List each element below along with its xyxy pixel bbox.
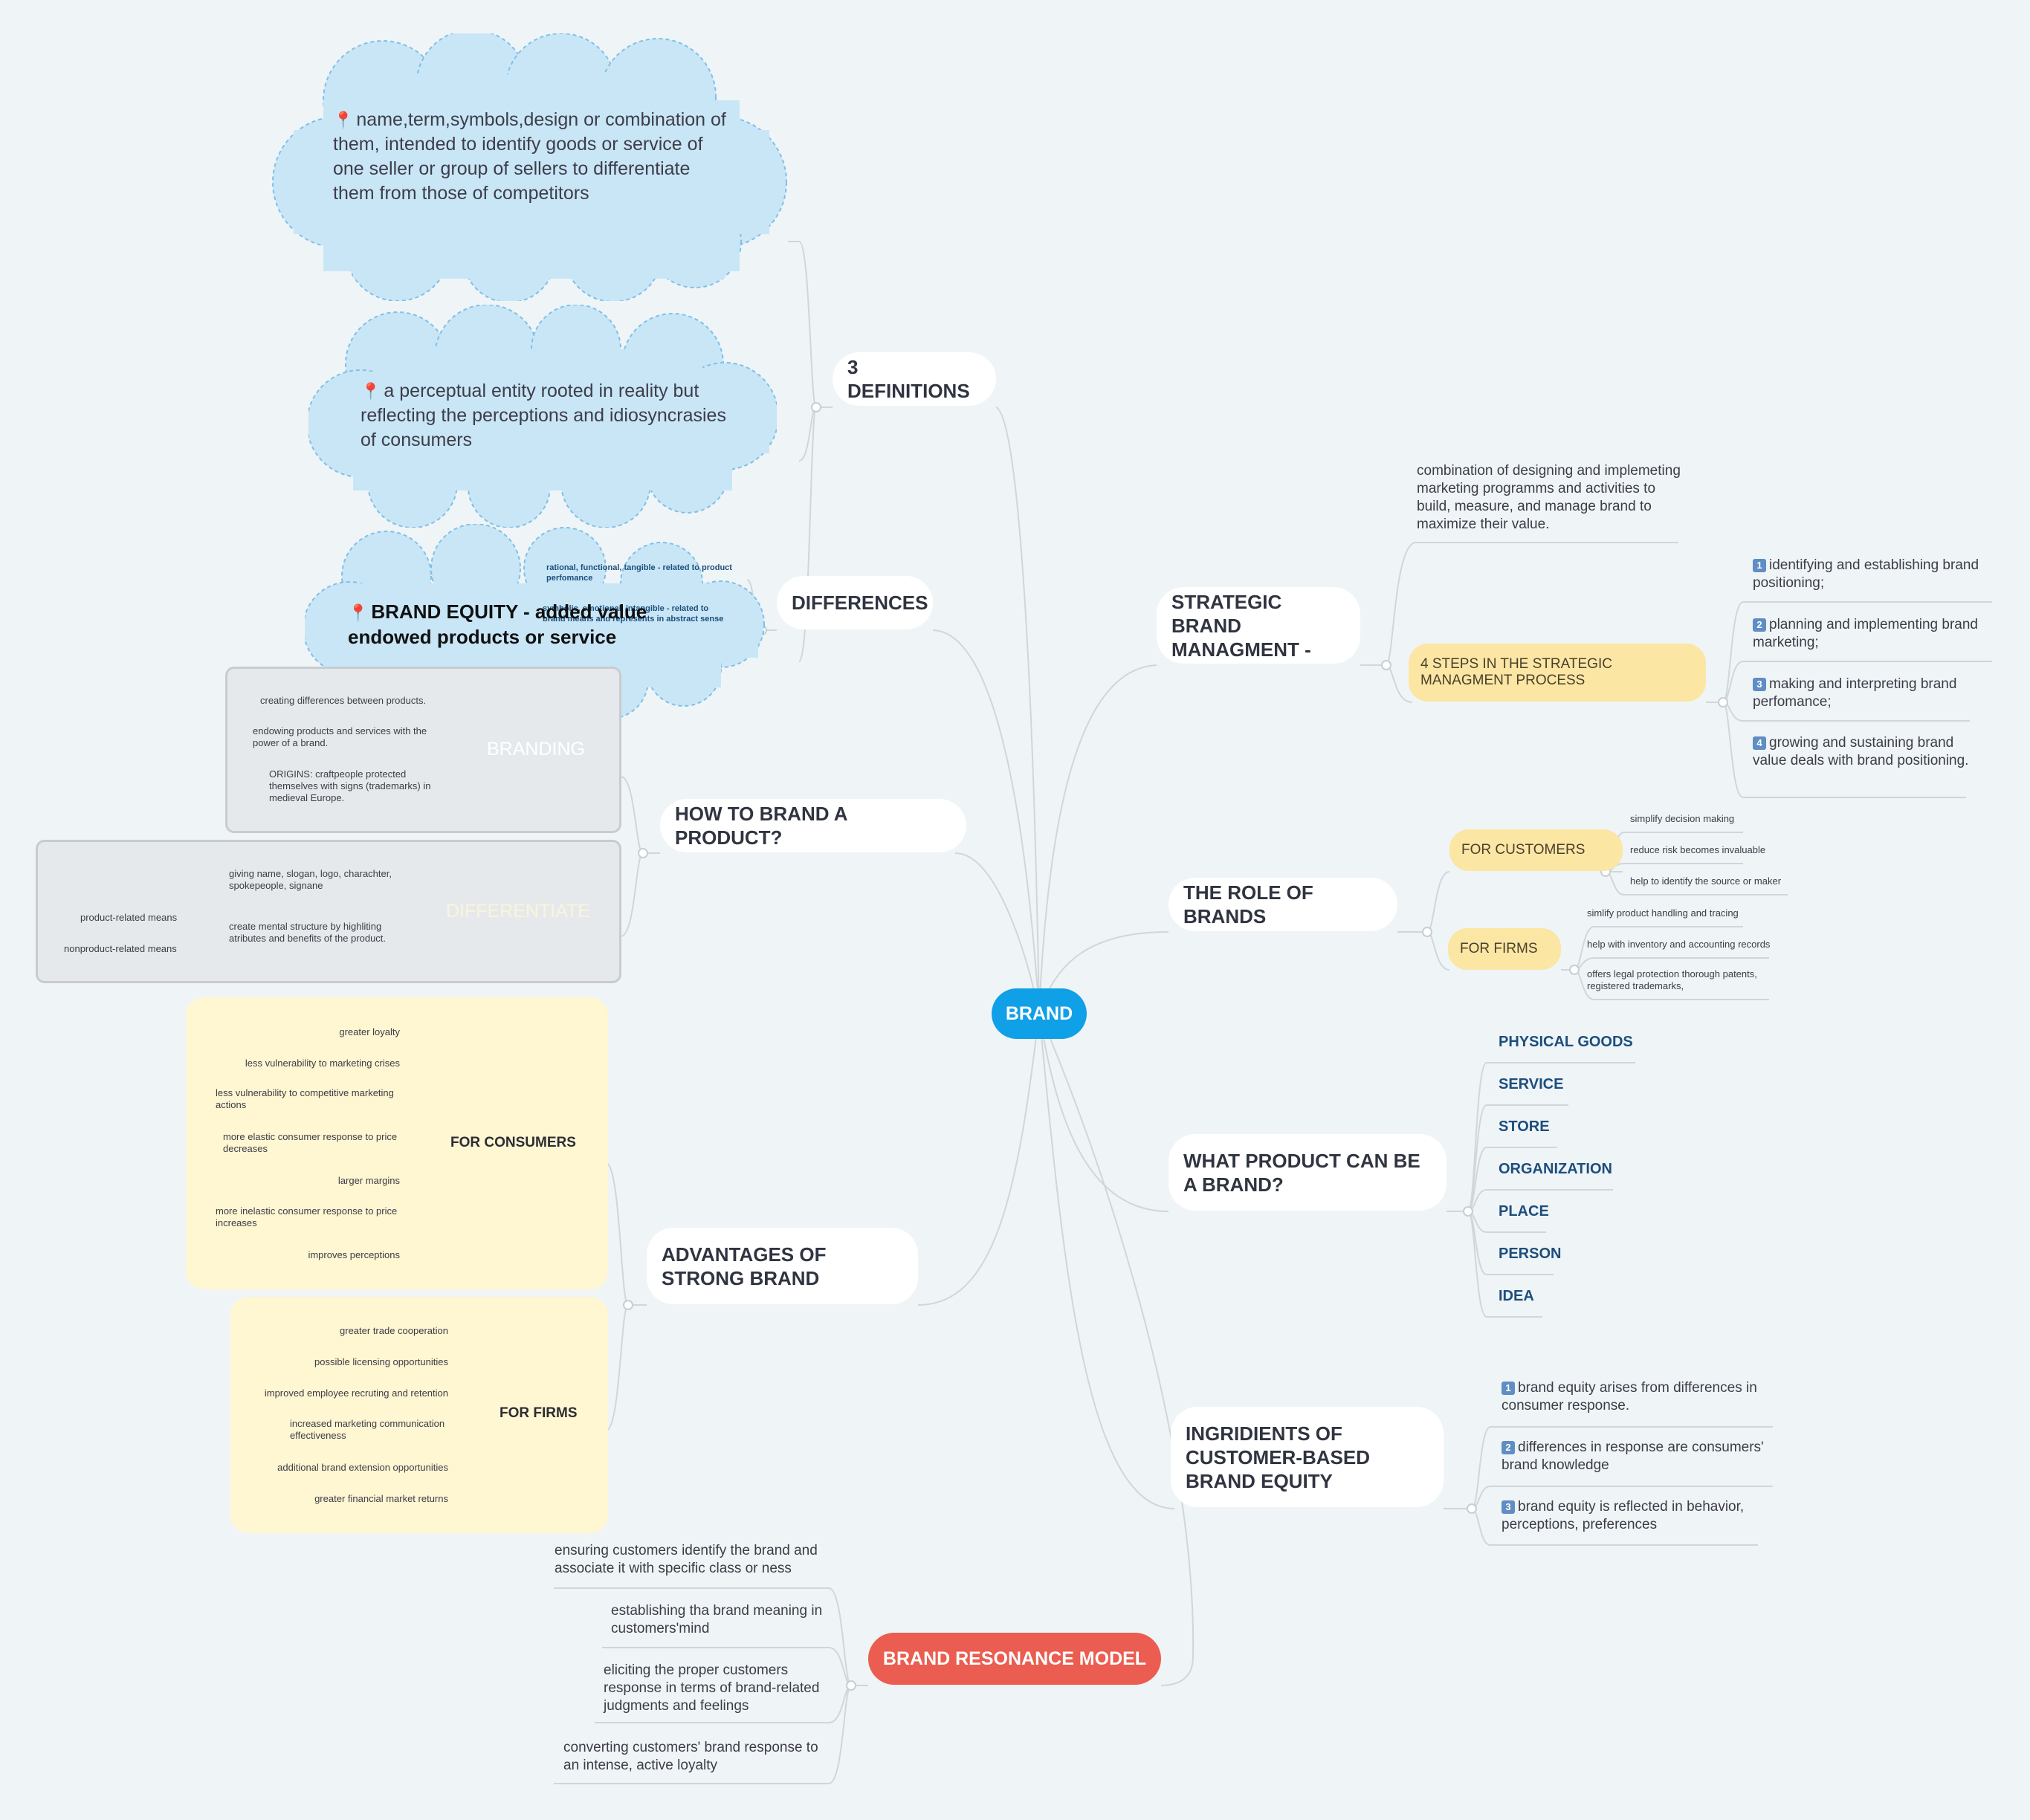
differentiate-box bbox=[36, 840, 621, 983]
branding-item: endowing products and services with the … bbox=[253, 725, 427, 748]
cloud-shape bbox=[305, 524, 765, 721]
firms-box bbox=[230, 1297, 608, 1533]
consumer-advantage: less vulnerability to competitive market… bbox=[216, 1087, 394, 1110]
consumer-advantage: less vulnerability to marketing crises bbox=[245, 1058, 400, 1069]
cloud-shape bbox=[308, 305, 777, 528]
number-1-icon: 1 bbox=[1502, 1382, 1515, 1395]
resonance-item: ensuring customers identify the brand an… bbox=[555, 1543, 818, 1576]
consumer-advantage: greater loyalty bbox=[339, 1026, 400, 1037]
number-4-icon: 4 bbox=[1753, 736, 1766, 750]
customer-role-item: reduce risk becomes invaluable bbox=[1630, 844, 1766, 855]
consumer-advantage: larger margins bbox=[337, 1175, 400, 1186]
for-consumers-label[interactable]: FOR CONSUMERS bbox=[450, 1135, 576, 1150]
definition-text-3: 📍BRAND EQUITY - added value endowed prod… bbox=[348, 600, 647, 648]
pin-icon: 📍 bbox=[361, 382, 381, 401]
topic-differences[interactable]: DIFFERENCES bbox=[777, 576, 933, 629]
definition-cloud-3 bbox=[305, 524, 766, 721]
topic-what-product[interactable]: WHAT PRODUCT CAN BE A BRAND? bbox=[1168, 1134, 1446, 1211]
firm-role-item: simlify product handling and tracing bbox=[1587, 907, 1739, 919]
product-item-store: STORE bbox=[1499, 1118, 1550, 1135]
topic-strategic[interactable]: STRATEGIC BRAND MANAGMENT - bbox=[1157, 587, 1360, 664]
branding-item: ORIGINS: craftpeople protected themselve… bbox=[269, 768, 431, 803]
number-2-icon: 2 bbox=[1753, 618, 1766, 632]
consumers-box bbox=[186, 997, 608, 1289]
firm-role-item: help with inventory and accounting recor… bbox=[1587, 939, 1771, 950]
differentiate-item: create mental structure by highliting at… bbox=[229, 921, 387, 944]
number-1-icon: 1 bbox=[1753, 559, 1766, 572]
resonance-item: converting customers' brand response to … bbox=[563, 1740, 818, 1773]
topic-ingredients[interactable]: INGRIDIENTS OF CUSTOMER-BASED BRAND EQUI… bbox=[1171, 1407, 1444, 1507]
branding-box bbox=[225, 667, 621, 833]
consumer-advantage: improves perceptions bbox=[308, 1249, 400, 1260]
center-topic[interactable]: BRAND bbox=[992, 988, 1087, 1039]
customer-role-item: help to identify the source or maker bbox=[1630, 875, 1782, 887]
definition-cloud-1: 📍name,term,symbols,design or combination… bbox=[271, 33, 788, 301]
definition-text-2: 📍a perceptual entity rooted in reality b… bbox=[361, 380, 726, 450]
topic-3-definitions[interactable]: 3 DEFINITIONS bbox=[833, 352, 996, 406]
difference-item: symbolic, emotional, intangible - relate… bbox=[543, 604, 724, 624]
topic-how-to-brand[interactable]: HOW TO BRAND A PRODUCT? bbox=[660, 799, 966, 852]
means-item: nonproduct-related means bbox=[64, 943, 177, 954]
firm-advantage: greater trade cooperation bbox=[340, 1325, 448, 1336]
product-item-person: PERSON bbox=[1499, 1246, 1562, 1262]
firm-advantage: improved employee recruting and retentio… bbox=[264, 1387, 448, 1399]
product-item-physical-goods: PHYSICAL GOODS bbox=[1499, 1034, 1633, 1050]
resonance-item: establishing tha brand meaning in custom… bbox=[611, 1603, 823, 1636]
pin-icon: 📍 bbox=[333, 111, 354, 129]
cloud-shape bbox=[272, 33, 787, 301]
branding-item: creating differences between products. bbox=[260, 695, 427, 706]
consumer-advantage: more inelastic consumer response to pric… bbox=[216, 1205, 398, 1228]
definition-text-1: 📍name,term,symbols,design or combination… bbox=[333, 109, 726, 204]
firm-advantage: additional brand extension opportunities bbox=[277, 1462, 448, 1473]
consumer-advantage: more elastic consumer response to price … bbox=[223, 1131, 398, 1154]
for-customers-pill[interactable]: FOR CUSTOMERS bbox=[1449, 829, 1623, 871]
branding-label[interactable]: BRANDING bbox=[487, 739, 585, 760]
for-firms-label[interactable]: FOR FIRMS bbox=[500, 1405, 578, 1421]
number-3-icon: 3 bbox=[1753, 678, 1766, 691]
pin-icon: 📍 bbox=[348, 603, 369, 622]
means-item: product-related means bbox=[80, 912, 178, 923]
customer-role-item: simplify decision making bbox=[1630, 813, 1735, 824]
firm-advantage: greater financial market returns bbox=[314, 1493, 448, 1504]
firm-advantage: increased marketing communication effect… bbox=[290, 1418, 445, 1441]
definition-cloud-2: 📍a perceptual entity rooted in reality b… bbox=[308, 305, 777, 528]
topic-advantages[interactable]: ADVANTAGES OF STRONG BRAND bbox=[647, 1228, 918, 1304]
steps-pill[interactable]: 4 STEPS IN THE STRATEGIC MANAGMENT PROCE… bbox=[1409, 644, 1706, 702]
product-item-place: PLACE bbox=[1499, 1203, 1549, 1220]
number-2-icon: 2 bbox=[1502, 1441, 1515, 1454]
topic-brand-resonance[interactable]: BRAND RESONANCE MODEL bbox=[868, 1633, 1161, 1685]
product-item-organization: ORGANIZATION bbox=[1499, 1161, 1612, 1177]
differentiate-item: giving name, slogan, logo, charachter, s… bbox=[229, 868, 392, 891]
resonance-item: eliciting the proper customers response … bbox=[604, 1662, 820, 1714]
product-item-idea: IDEA bbox=[1499, 1288, 1534, 1304]
number-3-icon: 3 bbox=[1502, 1500, 1515, 1514]
product-item-service: SERVICE bbox=[1499, 1076, 1564, 1092]
firm-role-item: offers legal protection thorough patents… bbox=[1587, 968, 1757, 991]
topic-role-of-brands[interactable]: THE ROLE OF BRANDS bbox=[1168, 878, 1397, 931]
differentiate-label[interactable]: DIFFERENTIATE bbox=[446, 901, 590, 922]
firm-advantage: possible licensing opportunities bbox=[314, 1356, 448, 1367]
for-firms-pill[interactable]: FOR FIRMS bbox=[1448, 928, 1561, 970]
strategic-description: combination of designing and implemeting… bbox=[1417, 463, 1681, 532]
difference-item: rational, functional, tangible - related… bbox=[546, 563, 732, 583]
